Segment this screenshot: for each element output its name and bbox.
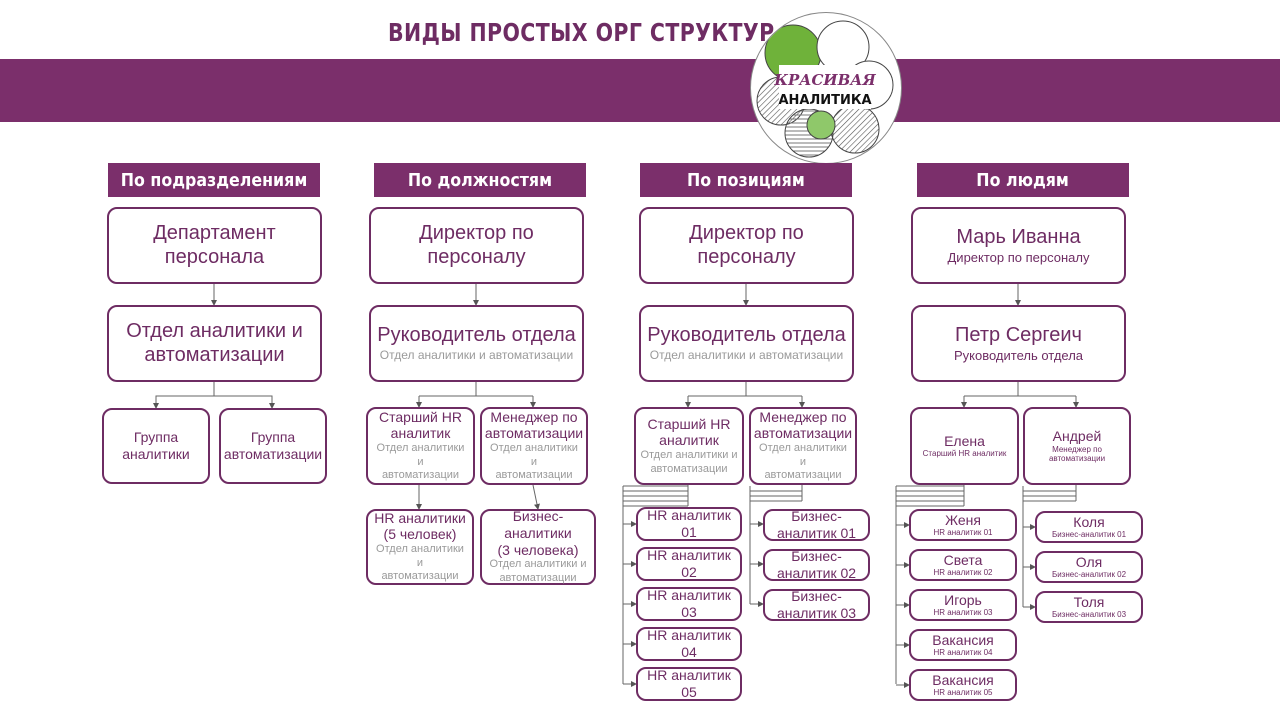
node-hr-analysts: HR аналитики(5 человек) Отдел аналитики …	[366, 509, 474, 585]
logo: КРАСИВАЯ АНАЛИТИКА	[750, 12, 902, 164]
header-by-positions: По должностям	[374, 163, 586, 197]
header-by-divisions: По подразделениям	[108, 163, 320, 197]
page-title: ВИДЫ ПРОСТЫХ ОРГ СТРУКТУР	[388, 18, 775, 47]
header-by-people: По людям	[917, 163, 1129, 197]
node-business-analyst-02: Бизнес-аналитик 02	[763, 548, 870, 581]
header-by-slots: По позициям	[640, 163, 852, 197]
node-hr-analyst-03: HR аналитик 03	[636, 587, 742, 621]
logo-text-1: КРАСИВАЯ	[773, 71, 876, 89]
node-hr-analyst-05: HR аналитик 05	[636, 667, 742, 701]
node-business-analyst-03: Бизнес-аналитик 03	[763, 588, 870, 621]
node-business-analysts: Бизнес-аналитики(3 человека) Отдел анали…	[480, 508, 596, 585]
node-hr-analyst-02: HR аналитик 02	[636, 547, 742, 581]
logo-text-2: АНАЛИТИКА	[778, 93, 871, 108]
node-hr-analyst-01: HR аналитик 01	[636, 507, 742, 541]
node-business-analyst-01: Бизнес-аналитик 01	[763, 508, 870, 541]
logo-graphic: КРАСИВАЯ АНАЛИТИКА	[756, 20, 894, 158]
title-band	[0, 59, 1280, 122]
node-hr-analyst-04: HR аналитик 04	[636, 627, 742, 661]
